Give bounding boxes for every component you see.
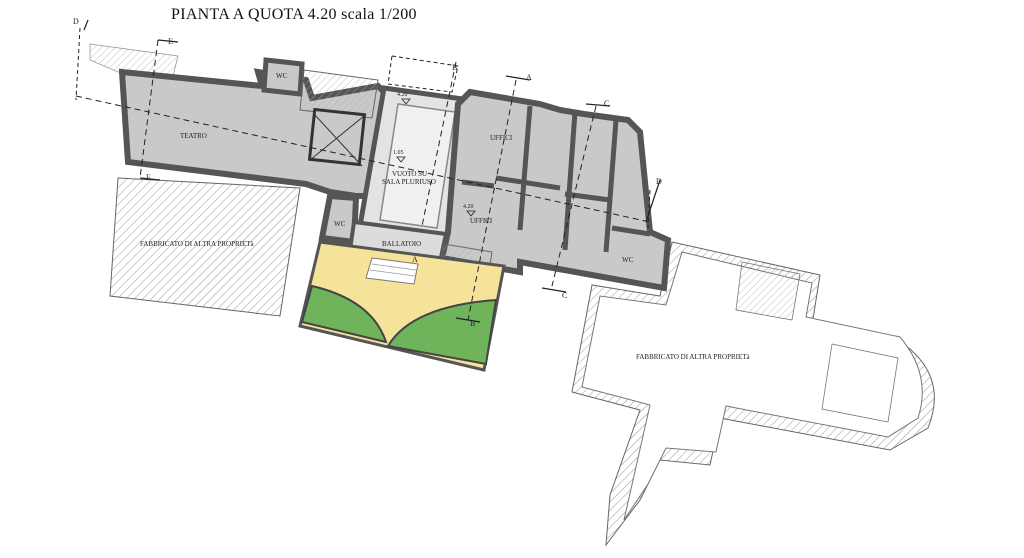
label-wc-top: WC [276, 72, 288, 80]
section-line-e [139, 39, 159, 179]
section-mark-e-bottom: E [146, 173, 151, 182]
wc-top-floor [261, 57, 305, 97]
label-uffici-top: UFFICI [490, 134, 513, 142]
label-teatro: TEATRO [180, 132, 207, 140]
label-vuoto-line1: VUOTO SU [392, 170, 427, 178]
neighbour-building-left [109, 177, 301, 317]
staircase-well [299, 69, 379, 119]
courtyard-stairs [365, 257, 419, 285]
section-mark-c-top: C [604, 99, 609, 108]
svg-text:1.05: 1.05 [393, 150, 404, 156]
label-uffici-mid: UFFICI [470, 217, 493, 225]
section-mark-c-bottom: C [562, 291, 567, 300]
label-wc-mid: WC [334, 220, 346, 228]
section-mark-a-top: A [526, 73, 532, 82]
plan-title: PIANTA A QUOTA 4.20 scala 1/200 [171, 6, 417, 23]
section-mark-b-bottom: B [470, 319, 475, 328]
level-mark-uffici: 4.20 [463, 204, 476, 217]
section-mark-a-bottom: A [412, 255, 418, 264]
section-mark-d-left: D [73, 17, 79, 26]
svg-text:4.20: 4.20 [397, 92, 408, 98]
lawn-left [300, 284, 388, 344]
label-fabbricato-left: FABBRICATO DI ALTRA PROPRIETà [140, 240, 255, 248]
section-line-a [467, 79, 517, 321]
label-vuoto-line2: SALA PLURIUSO [382, 178, 436, 186]
level-mark-top: 4.20 [397, 92, 411, 105]
elevator-shaft [307, 107, 367, 167]
level-mark-mid: 1.05 [393, 150, 406, 163]
section-line-d [75, 95, 651, 223]
courtyard [298, 240, 506, 372]
svg-text:4.20: 4.20 [463, 204, 474, 210]
section-line-c [551, 105, 597, 287]
label-ballatoio: BALLATOIO [382, 240, 421, 248]
section-mark-b-top: B [452, 63, 457, 72]
label-fabbricato-right: FABBRICATO DI ALTRA PROPRIETà [636, 353, 751, 361]
neighbour-building-right [571, 241, 935, 547]
sala-pluriuso-inner [379, 103, 456, 229]
label-wc-right: WC [622, 256, 634, 264]
section-line-b [421, 61, 457, 227]
